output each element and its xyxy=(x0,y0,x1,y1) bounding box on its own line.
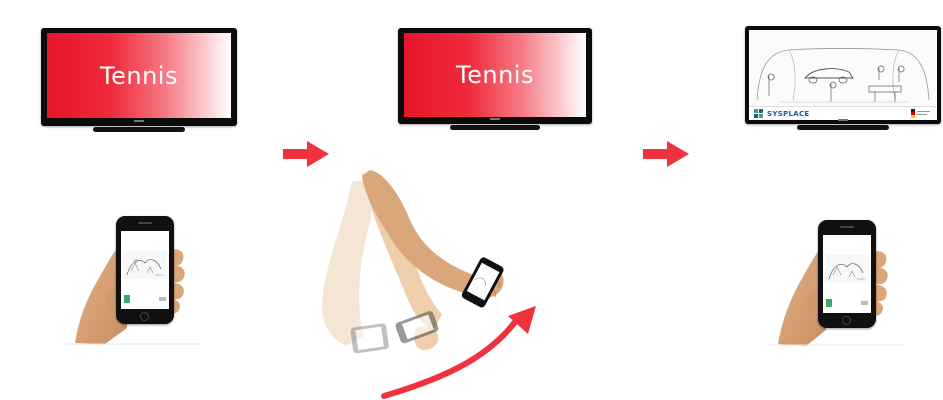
curved-arrow-icon xyxy=(381,306,536,399)
arm-swing-gesture xyxy=(322,170,504,354)
tv-stand xyxy=(797,125,889,130)
tv-stand xyxy=(93,127,185,132)
tv-brand-mark xyxy=(490,118,500,120)
tv-step-3: SYSPLACE xyxy=(745,26,941,132)
sysplace-logo-icon xyxy=(754,109,763,118)
tv-step-1: Tennis xyxy=(41,28,237,134)
partner-logo-icon xyxy=(911,109,930,118)
tv-stand xyxy=(450,125,540,130)
phone-speaker xyxy=(138,222,152,224)
phone-screen xyxy=(121,231,169,309)
tv-title: Tennis xyxy=(456,61,534,89)
brand-name: SYSPLACE xyxy=(767,110,810,118)
phone xyxy=(818,220,876,328)
phone-screen xyxy=(823,235,871,313)
phone-home-button xyxy=(842,316,851,325)
sketch-image xyxy=(123,251,167,303)
phone xyxy=(116,216,174,324)
tv-step-2: Tennis xyxy=(398,28,592,132)
tv-brand-mark xyxy=(134,120,144,122)
tv-screen: Tennis xyxy=(47,33,231,118)
sketch-image xyxy=(825,255,869,307)
tv-brand-mark xyxy=(838,119,848,121)
phone-home-button xyxy=(140,312,149,321)
sketch-image xyxy=(749,30,937,108)
arrow-right-icon xyxy=(283,141,329,167)
arrow-right-icon xyxy=(643,141,689,167)
tv-screen: SYSPLACE xyxy=(749,30,937,120)
sketch-footer: SYSPLACE xyxy=(749,106,937,120)
tv-title: Tennis xyxy=(100,61,178,90)
phone-speaker xyxy=(840,226,854,228)
tv-screen: Tennis xyxy=(404,33,586,117)
